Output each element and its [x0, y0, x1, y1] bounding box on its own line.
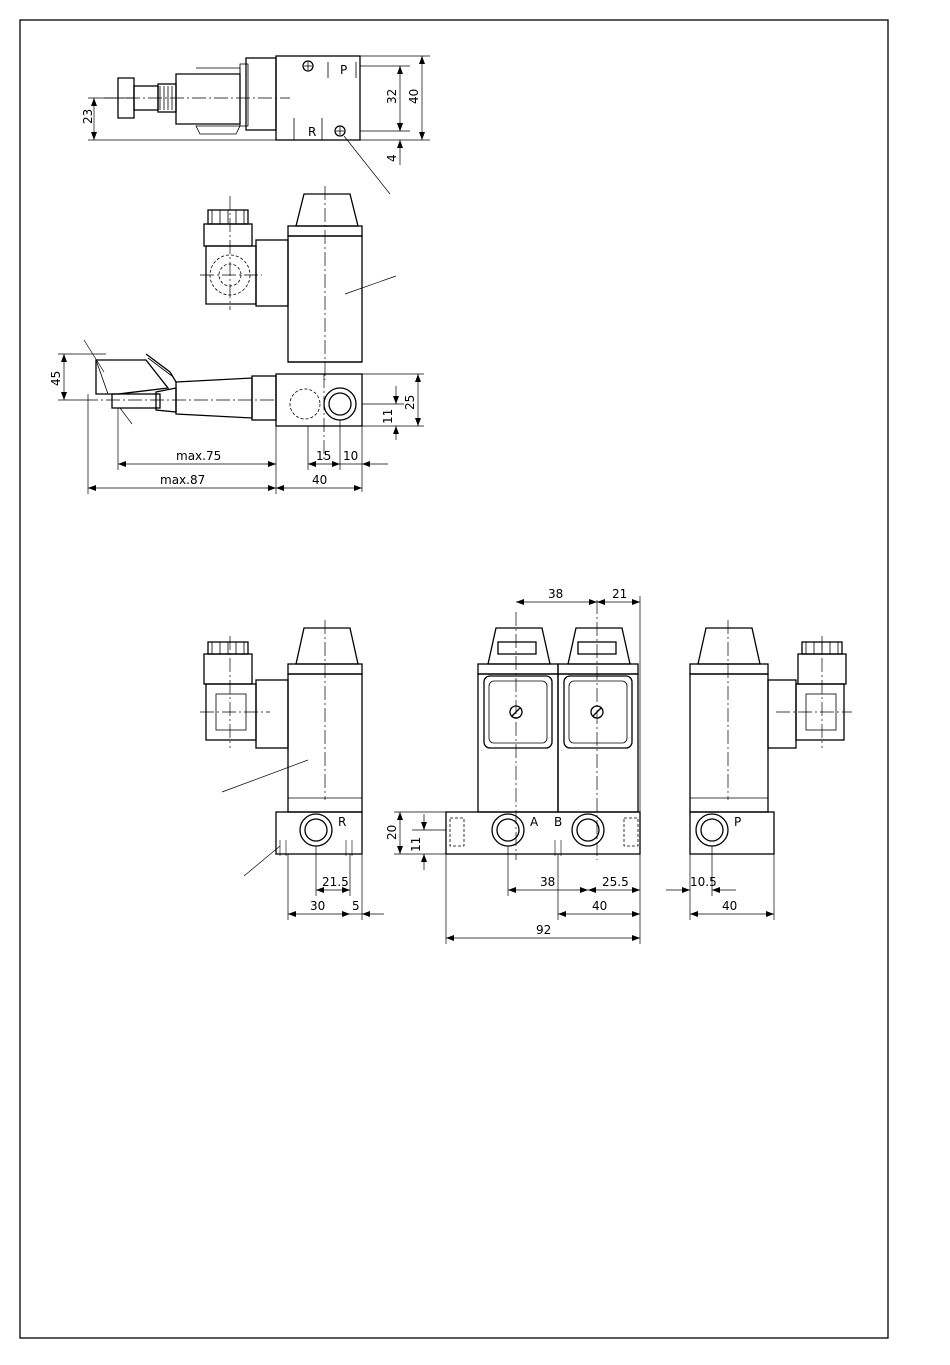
manifold-view: A B 38 21 20 11 38 25.5 40 92	[385, 587, 640, 944]
dim-38-bottom: 38	[540, 875, 555, 889]
right-valve-view: P 10.5 40	[666, 620, 852, 920]
dim-40-vertical: 40	[407, 89, 421, 104]
valve-base-single	[276, 812, 362, 854]
plug-face-valve-2	[564, 676, 632, 748]
top-view: P R 23 32 40 4	[81, 56, 430, 194]
single-valve-view: R 21.5 30 5	[200, 620, 384, 920]
dim-32: 32	[385, 89, 399, 104]
plug-face-valve-1	[484, 676, 552, 748]
coil-housing-top	[246, 58, 276, 130]
dim-21-5: 21.5	[322, 875, 349, 889]
dim-40-right: 40	[722, 899, 737, 913]
dim-5: 5	[352, 899, 360, 913]
dim-11-manifold: 11	[409, 837, 423, 852]
dim-25: 25	[403, 395, 417, 410]
valve-base-side	[276, 374, 362, 426]
dim-25-5: 25.5	[602, 875, 629, 889]
label-port-r-single: R	[338, 815, 346, 829]
dim-10: 10	[343, 449, 358, 463]
dim-max75: max.75	[176, 449, 221, 463]
sheet-frame	[20, 20, 888, 1338]
manifold-base	[446, 812, 640, 854]
side-view: 45 11 25 15 10 max.75 max.87 40	[49, 186, 424, 494]
valve-base-right	[690, 812, 774, 854]
dim-23: 23	[81, 109, 95, 124]
label-port-b: B	[554, 815, 562, 829]
dim-11-side: 11	[381, 409, 395, 424]
label-port-p-top: P	[340, 63, 347, 77]
dim-10-5: 10.5	[690, 875, 717, 889]
label-port-r-top: R	[308, 125, 316, 139]
dim-30: 30	[310, 899, 325, 913]
connector-body-top	[176, 74, 240, 124]
dim-40-manifold: 40	[592, 899, 607, 913]
dim-45: 45	[49, 371, 63, 386]
coil-cap	[296, 194, 358, 226]
label-port-a: A	[530, 815, 539, 829]
dim-20: 20	[385, 825, 399, 840]
dim-21: 21	[612, 587, 627, 601]
dim-max87: max.87	[160, 473, 205, 487]
dim-92: 92	[536, 923, 551, 937]
dim-40-side: 40	[312, 473, 327, 487]
label-port-p-right: P	[734, 815, 741, 829]
dim-38-top: 38	[548, 587, 563, 601]
dim-4: 4	[385, 154, 399, 162]
dim-15: 15	[316, 449, 331, 463]
port-side-2-hidden	[290, 389, 320, 419]
coil-body-right	[690, 674, 768, 812]
